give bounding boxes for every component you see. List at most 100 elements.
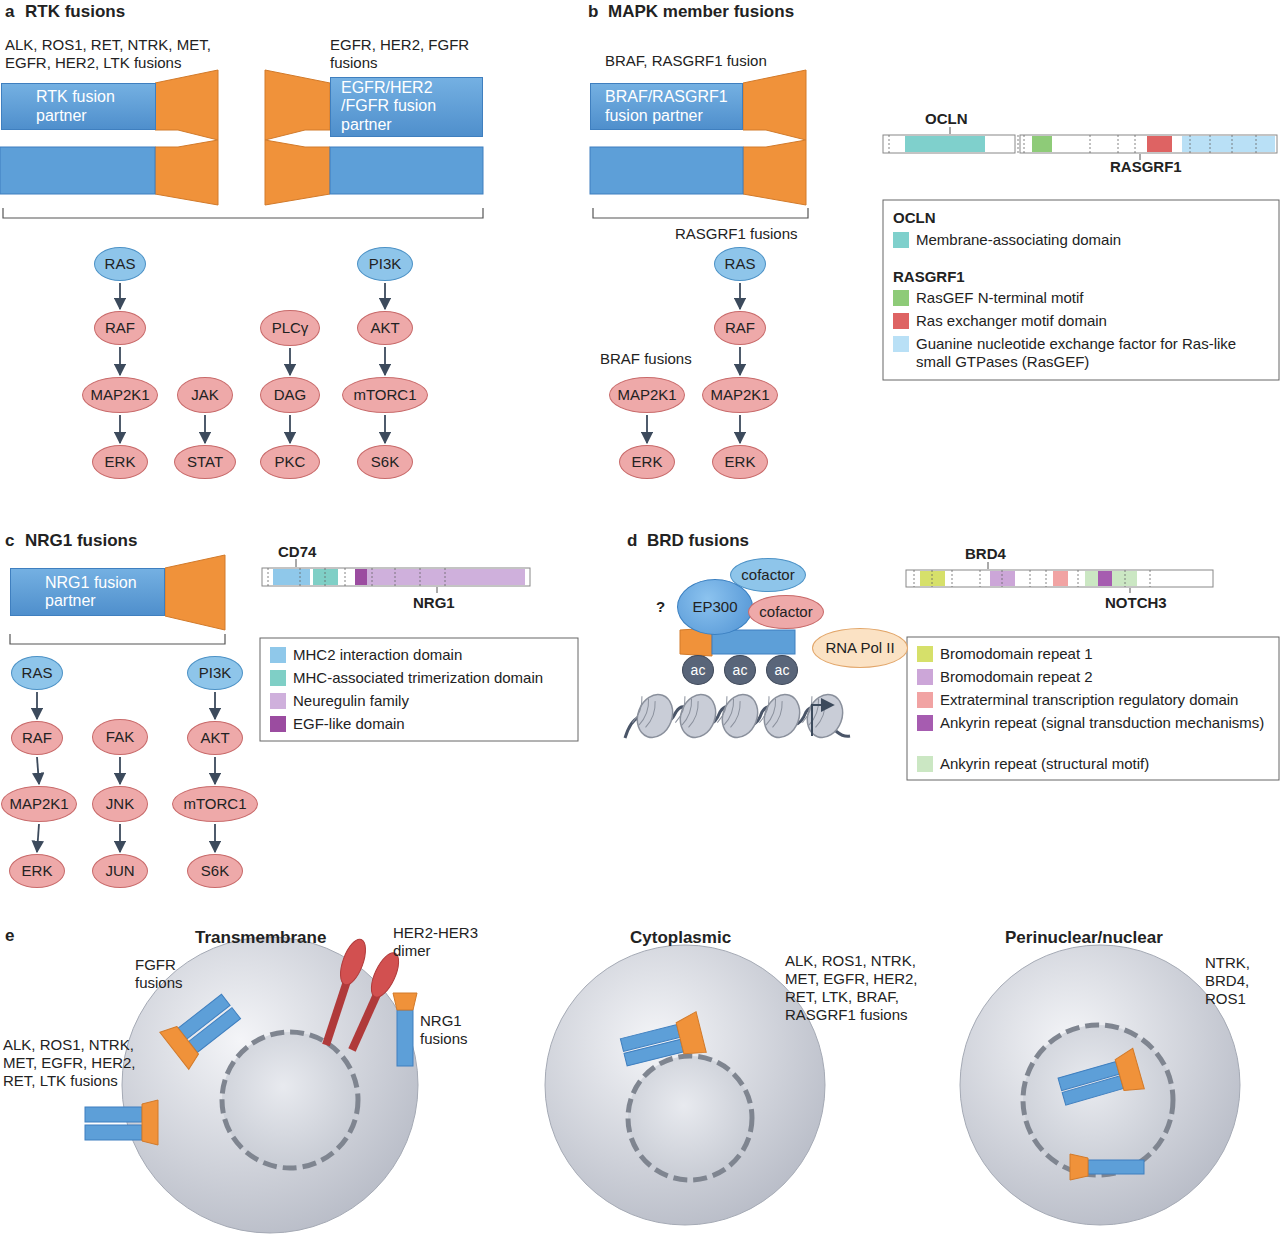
nucleosome-stripe [773, 701, 785, 728]
annotation-label: OCLN [893, 209, 936, 227]
nucleosome-stripe [731, 701, 743, 728]
legend-row: RasGEF N-terminal motif [893, 289, 1268, 307]
protein-ellipse: AKT [187, 721, 243, 755]
protein-ellipse: EP300 [677, 579, 753, 635]
protein-ellipse: RAF [94, 311, 146, 345]
legend-text: MHC2 interaction domain [293, 646, 462, 664]
illustration-part [590, 147, 743, 194]
node-text: RAF [22, 729, 52, 746]
illustration-part [624, 1039, 683, 1066]
protein-ellipse: RAS [714, 247, 766, 281]
node-text: EP300 [692, 598, 737, 615]
illustration-part [3, 208, 808, 644]
annotation-label: BRAF fusions [600, 350, 710, 368]
annotation-label: NTRK, BRD4, ROS1 [1205, 954, 1269, 1008]
illustration-part [920, 571, 945, 586]
node-text: ERK [725, 453, 756, 470]
protein-ellipse: MAP2K1 [702, 377, 778, 413]
pathway-arrow [214, 692, 216, 719]
node-text: RAS [105, 255, 136, 272]
protein-ellipse: PLCγ [260, 310, 320, 346]
node-text: mTORC1 [353, 386, 416, 403]
pathway-arrow [36, 692, 38, 719]
illustration-part [260, 200, 1279, 780]
illustration-part [1085, 571, 1137, 586]
node-text: S6K [371, 453, 399, 470]
annotation-label: EGFR, HER2, FGFR fusions [330, 36, 480, 72]
node-text: PLCγ [272, 319, 309, 336]
protein-ellipse: RAF [714, 311, 766, 345]
legend-text: Membrane-associating domain [916, 231, 1121, 249]
legend-text: RasGEF N-terminal motif [916, 289, 1084, 307]
legend-text: Ankyrin repeat (signal transduction mech… [940, 714, 1264, 732]
legend-text: EGF-like domain [293, 715, 405, 733]
pathway-arrow [119, 824, 121, 852]
illustration-part [189, 1008, 241, 1053]
panel-heading: a [5, 2, 14, 22]
illustration-part [743, 70, 806, 140]
illustration-part [313, 569, 338, 585]
pathway-arrow [289, 348, 291, 375]
node-text: RTK fusion partner [36, 88, 147, 125]
legend-swatch [270, 716, 286, 732]
pathway-arrow [119, 757, 121, 784]
illustration-part [335, 936, 370, 988]
protein-ellipse: MAP2K1 [1, 786, 77, 822]
panel-heading: c [5, 531, 14, 551]
node-text: RAS [22, 664, 53, 681]
annotation-label: NRG1 [413, 594, 455, 612]
legend-swatch [270, 670, 286, 686]
illustration-part [743, 140, 806, 205]
illustration-part [0, 147, 155, 194]
legend-swatch [917, 715, 933, 731]
legend-text: Bromodomain repeat 2 [940, 668, 1093, 686]
legend-text: Bromodomain repeat 1 [940, 645, 1093, 663]
panel-heading: NRG1 fusions [25, 531, 137, 551]
node-text: EGFR/HER2 /FGFR fusion partner [341, 79, 474, 134]
illustration-part [593, 208, 808, 218]
illustration-part [330, 147, 483, 194]
legend-swatch [893, 313, 909, 329]
legend-row: Extraterminal transcription regulatory d… [917, 691, 1272, 709]
legend-swatch [917, 692, 933, 708]
legend-row: EGF-like domain [270, 715, 570, 733]
legend-row: Ras exchanger motif domain [893, 312, 1268, 330]
node-text: MAP2K1 [710, 386, 769, 403]
protein-ellipse: RAS [11, 656, 63, 690]
illustration-part [1182, 136, 1275, 152]
illustration-part [352, 992, 378, 1050]
node-text: RAF [725, 319, 755, 336]
legend-swatch [270, 693, 286, 709]
illustration-part [355, 569, 367, 585]
annotation-label: ? [656, 598, 665, 616]
protein-ellipse: RAF [11, 721, 63, 755]
protein-ellipse: ERK [9, 854, 65, 888]
illustration-part [675, 690, 722, 743]
panel-heading: Cytoplasmic [630, 928, 731, 948]
nucleosome-stripe [646, 701, 658, 728]
illustration-part [326, 978, 348, 1045]
node-text: JUN [105, 862, 134, 879]
illustration-part [1147, 136, 1172, 152]
illustration-part [155, 140, 218, 205]
panel-heading: b [588, 2, 598, 22]
fusion-partner-bar: BRAF/RASGRF1 fusion partner [590, 83, 743, 130]
illustration-part [142, 1100, 158, 1145]
legend-text: Ras exchanger motif domain [916, 312, 1107, 330]
illustration-part [990, 571, 1015, 586]
panel-heading: d [627, 531, 637, 551]
acetyl-mark: ac [682, 655, 714, 685]
illustration-part [268, 568, 445, 586]
annotation-label: ALK, ROS1, RET, NTRK, MET, EGFR, HER2, L… [5, 36, 230, 72]
illustration-part [260, 638, 578, 741]
protein-ellipse: mTORC1 [342, 377, 428, 413]
panel-heading: RTK fusions [25, 2, 125, 22]
legend-text: Ankyrin repeat (structural motif) [940, 755, 1149, 773]
illustration-part [960, 945, 1240, 1225]
illustration-part [632, 690, 679, 743]
illustration-part [545, 945, 825, 1225]
protein-ellipse: ERK [92, 445, 148, 479]
pathway-arrow [739, 283, 741, 309]
pathway-arrow [37, 757, 39, 784]
